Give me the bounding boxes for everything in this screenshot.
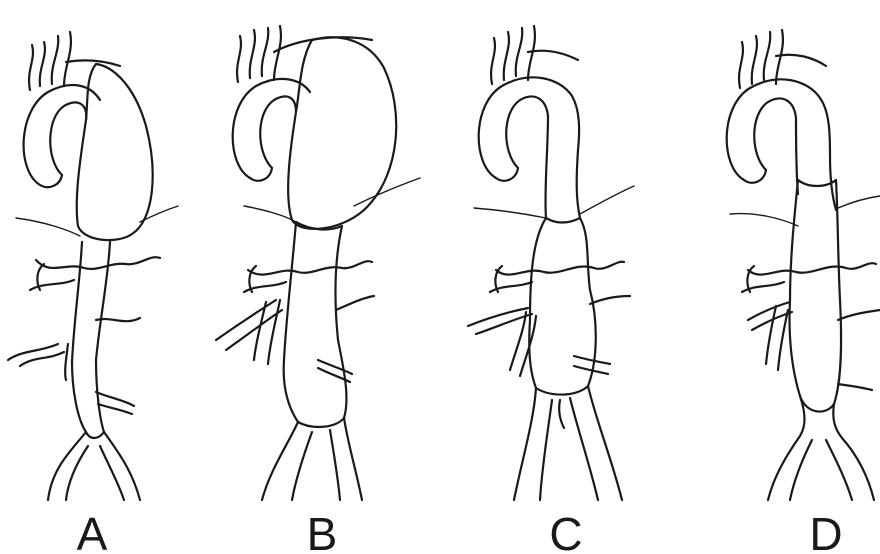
- panel-a: [8, 32, 178, 500]
- panel-b: [216, 26, 420, 500]
- panel-label-b: B: [307, 508, 338, 554]
- panel-label-a: A: [77, 508, 108, 554]
- panel-d: [727, 30, 880, 500]
- panel-c: [468, 26, 634, 500]
- panel-label-d: D: [809, 508, 842, 554]
- panel-label-c: C: [549, 508, 582, 554]
